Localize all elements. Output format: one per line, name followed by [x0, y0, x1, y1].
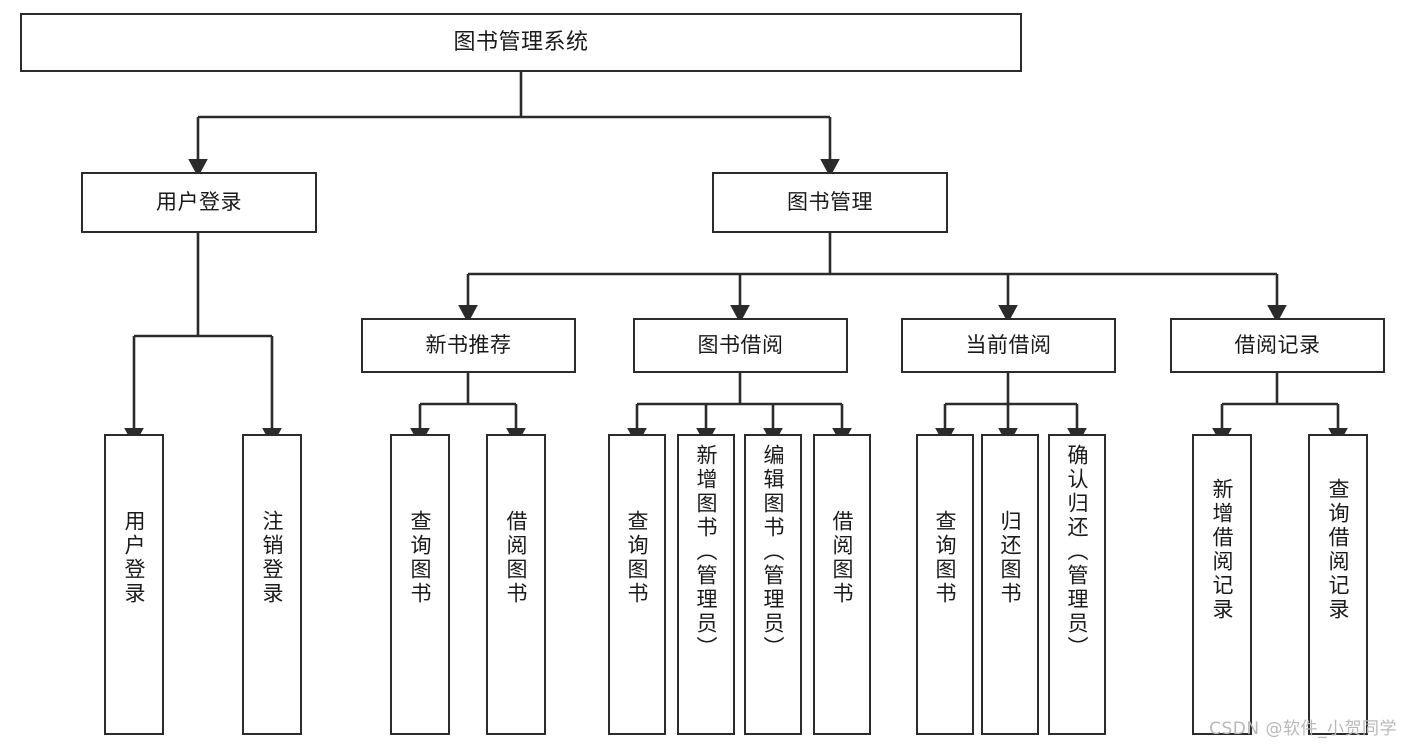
node-leaf-user-login[interactable]: 用户登录 — [104, 434, 164, 735]
node-label: 用户登录 — [122, 510, 147, 606]
node-leaf-query-book-recommendation[interactable]: 查询图书 — [390, 434, 450, 735]
node-book-borrowing[interactable]: 图书借阅 — [633, 318, 848, 373]
node-label: 借阅记录 — [1234, 333, 1321, 358]
node-label: 查询图书 — [933, 510, 958, 606]
node-leaf-add-book-admin[interactable]: 新增图书（管理员） — [677, 434, 735, 735]
node-leaf-return-book[interactable]: 归还图书 — [981, 434, 1039, 735]
node-leaf-edit-book-admin[interactable]: 编辑图书（管理员） — [744, 434, 802, 735]
node-label: 新增借阅记录 — [1210, 478, 1235, 622]
node-label: 查询图书 — [408, 510, 433, 606]
node-user-login[interactable]: 用户登录 — [81, 172, 317, 233]
node-label: 图书管理 — [787, 190, 873, 215]
node-label: 新书推荐 — [425, 333, 512, 358]
node-leaf-query-book-borrowing[interactable]: 查询图书 — [608, 434, 666, 735]
node-leaf-borrow-book-recommendation[interactable]: 借阅图书 — [486, 434, 546, 735]
node-leaf-add-borrow-record[interactable]: 新增借阅记录 — [1192, 434, 1252, 735]
node-label: 用户登录 — [156, 190, 242, 215]
node-label: 图书管理系统 — [453, 29, 589, 55]
node-label: 查询图书 — [625, 510, 650, 606]
node-label: 归还图书 — [998, 510, 1023, 606]
node-label: 注销登录 — [260, 510, 285, 606]
node-new-book-recommendation[interactable]: 新书推荐 — [361, 318, 576, 373]
node-leaf-query-book-current[interactable]: 查询图书 — [916, 434, 974, 735]
csdn-watermark: CSDN @软件_小贺同学 — [1209, 719, 1397, 739]
node-leaf-query-borrow-record[interactable]: 查询借阅记录 — [1308, 434, 1368, 735]
node-label: 借阅图书 — [830, 510, 855, 606]
node-label: 确认归还（管理员） — [1065, 444, 1090, 660]
node-book-management[interactable]: 图书管理 — [712, 172, 948, 233]
node-leaf-confirm-return-admin[interactable]: 确认归还（管理员） — [1048, 434, 1106, 735]
node-borrowing-record[interactable]: 借阅记录 — [1170, 318, 1385, 373]
node-label: 编辑图书（管理员） — [761, 444, 786, 660]
node-label: 新增图书（管理员） — [694, 444, 719, 660]
node-label: 图书借阅 — [697, 333, 784, 358]
node-label: 借阅图书 — [504, 510, 529, 606]
node-leaf-logout-login[interactable]: 注销登录 — [242, 434, 302, 735]
node-root-book-management-system[interactable]: 图书管理系统 — [20, 13, 1022, 72]
node-leaf-borrow-book-borrowing[interactable]: 借阅图书 — [813, 434, 871, 735]
node-label: 查询借阅记录 — [1326, 478, 1351, 622]
node-current-borrowing[interactable]: 当前借阅 — [901, 318, 1116, 373]
node-label: 当前借阅 — [965, 333, 1052, 358]
